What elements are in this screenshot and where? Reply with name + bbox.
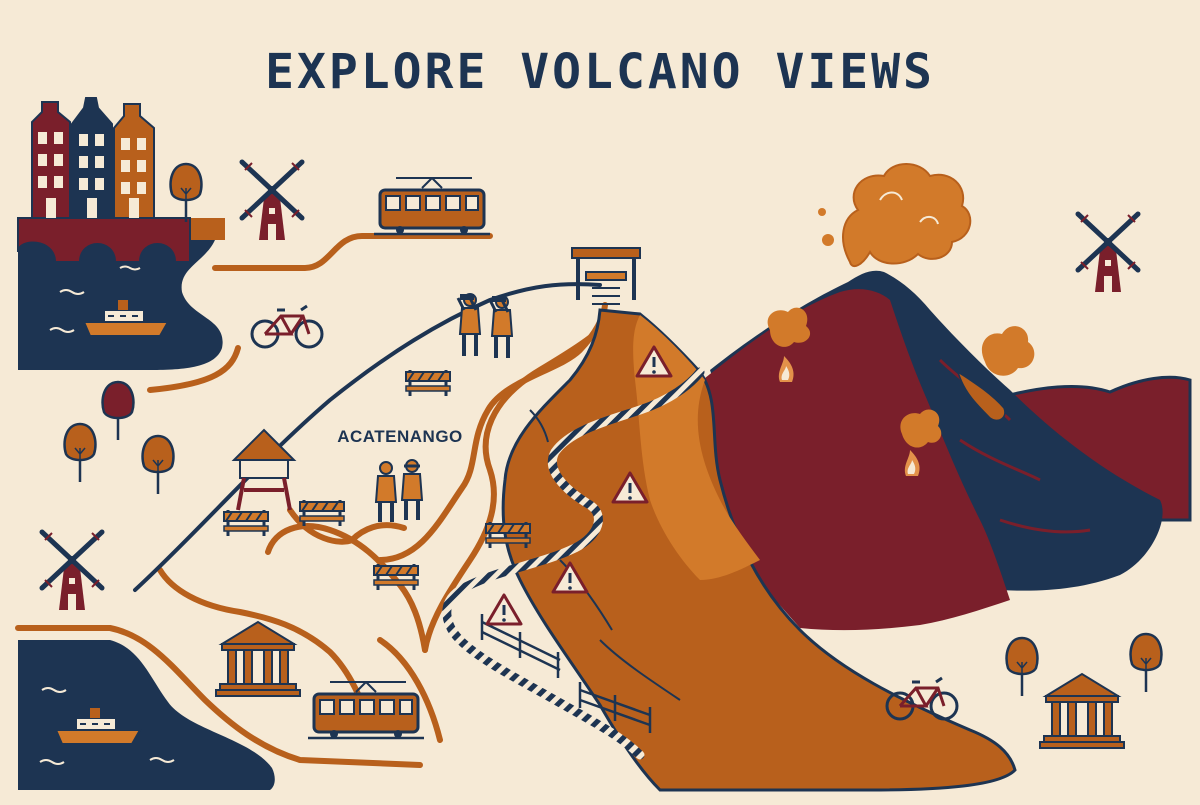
tree-icon <box>101 380 135 442</box>
map-title: EXPLORE VOLCANO VIEWS <box>265 44 935 100</box>
volcano-icon <box>501 163 1192 792</box>
barrier-icon <box>298 498 346 528</box>
hikers-with-binoculars-icon <box>456 292 482 358</box>
fire-icon <box>778 356 920 476</box>
barrier-icon <box>222 508 270 538</box>
museum-icon <box>215 621 301 697</box>
trails <box>15 233 615 768</box>
canal-houses-icon <box>31 97 155 219</box>
warning-sign-icon <box>485 593 523 626</box>
place-label-acatenango: ACATENANGO <box>337 427 463 446</box>
hikers-with-binoculars-icon <box>488 294 514 360</box>
tree-icon <box>169 162 203 224</box>
bridge-icon <box>17 217 191 263</box>
acatenango-ridge <box>133 282 602 592</box>
tram-icon <box>306 680 426 740</box>
tram-icon <box>372 176 492 236</box>
tree-icon <box>1005 636 1039 698</box>
smoke-plume-icon <box>818 163 972 268</box>
family-icon <box>374 458 424 524</box>
museum-icon <box>1039 673 1125 749</box>
canal-water-bottom <box>18 640 275 790</box>
windmill-icon <box>1078 214 1138 292</box>
tree-icon <box>1129 632 1163 694</box>
tree-icon <box>63 422 97 484</box>
windmill-icon <box>42 532 102 610</box>
bicycle-icon <box>250 304 324 349</box>
lookout-tower-icon <box>571 247 641 305</box>
tree-icon <box>141 434 175 496</box>
switchback-road <box>442 367 705 760</box>
lookout-tower-icon <box>231 428 297 511</box>
smoke-plume-icon <box>767 307 1035 448</box>
barrier-icon <box>404 368 452 398</box>
windmill-icon <box>242 162 302 240</box>
lava-bomb-icon <box>956 370 1006 422</box>
fence <box>480 614 652 733</box>
